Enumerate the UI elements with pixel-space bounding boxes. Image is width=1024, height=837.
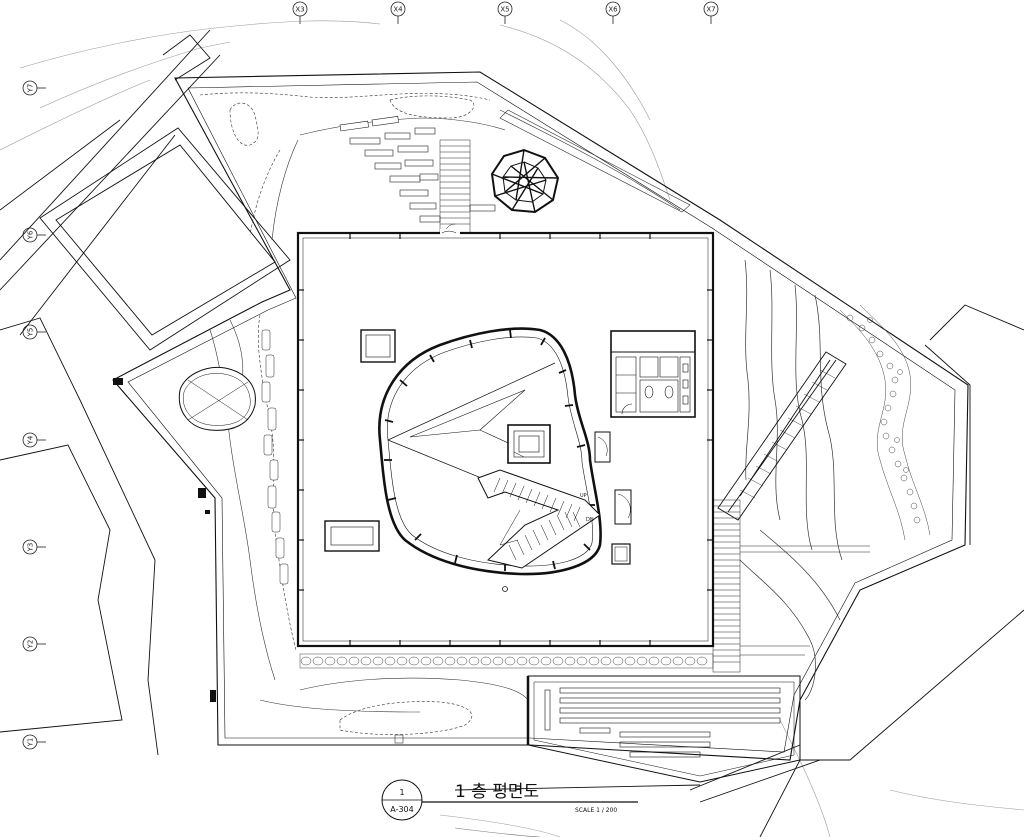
grid-marker-y4: Y4 (22, 432, 46, 448)
column-grid-markers: X3 X4 X5 X6 X7 (292, 1, 719, 24)
svg-text:Y2: Y2 (27, 640, 35, 650)
annex-building (526, 675, 801, 783)
interior-bench (324, 520, 380, 552)
south-garden (259, 677, 529, 744)
svg-text:X7: X7 (706, 6, 715, 14)
grid-marker-y2: Y2 (22, 636, 46, 652)
svg-text:Y1: Y1 (27, 738, 35, 748)
topography-contours (0, 19, 1024, 837)
grid-marker-x5: X5 (497, 1, 513, 24)
central-enclosure (378, 327, 602, 576)
west-stone-strip (261, 329, 289, 585)
drawing-title-block: 1 A-304 1 층 평면도 SCALE 1 / 200 (381, 779, 638, 821)
svg-text:X3: X3 (295, 6, 304, 14)
grid-marker-x6: X6 (605, 1, 621, 24)
north-paving-stones (339, 116, 496, 223)
pavilion-structure (490, 148, 560, 214)
main-staircase: UP DN (477, 469, 601, 569)
row-grid-markers: Y7 Y6 Y5 Y4 Y3 Y2 Y1 (22, 80, 46, 750)
svg-text:Y7: Y7 (27, 84, 35, 94)
elevator-core (507, 424, 551, 464)
north-entry-steps (439, 139, 471, 235)
drawing-title: 1 층 평면도 (455, 782, 539, 802)
south-cobblestone-strip (299, 653, 714, 669)
svg-text:Y4: Y4 (27, 435, 35, 445)
stair-down-label: DN (586, 517, 594, 523)
north-garden (199, 92, 691, 241)
svg-text:X6: X6 (608, 6, 618, 14)
svg-text:X4: X4 (393, 6, 403, 14)
main-building (296, 229, 715, 648)
right-neighbour-structures (454, 304, 1024, 837)
sheet-reference: A-304 (390, 805, 413, 814)
east-deck (712, 499, 870, 673)
east-bridge-ramp (717, 351, 847, 521)
grid-marker-x3: X3 (292, 1, 308, 24)
detail-number: 1 (399, 788, 404, 797)
small-storage-box (611, 543, 631, 565)
east-doors (594, 431, 632, 525)
stair-up-label: UP (580, 493, 587, 499)
grid-marker-y7: Y7 (22, 80, 46, 96)
svg-text:X5: X5 (500, 6, 509, 14)
grid-marker-x7: X7 (703, 1, 719, 24)
east-garden (739, 259, 843, 701)
grid-marker-y1: Y1 (22, 734, 46, 750)
svg-text:Y5: Y5 (27, 328, 35, 338)
interior-column-box (360, 329, 396, 363)
grid-marker-y5: Y5 (22, 324, 46, 340)
survey-point-marker (502, 586, 508, 592)
svg-text:Y6: Y6 (27, 230, 35, 240)
drawing-scale: SCALE 1 / 200 (575, 807, 617, 814)
retaining-wall-marks (113, 378, 216, 702)
east-cobblestone-path (839, 304, 931, 541)
grid-marker-y6: Y6 (22, 227, 46, 243)
svg-text:Y3: Y3 (27, 543, 35, 553)
grid-marker-y3: Y3 (22, 539, 46, 555)
round-planter (178, 366, 256, 431)
restroom-block (610, 330, 696, 418)
bottom-road-edge (454, 827, 541, 837)
grid-marker-x4: X4 (390, 1, 406, 24)
